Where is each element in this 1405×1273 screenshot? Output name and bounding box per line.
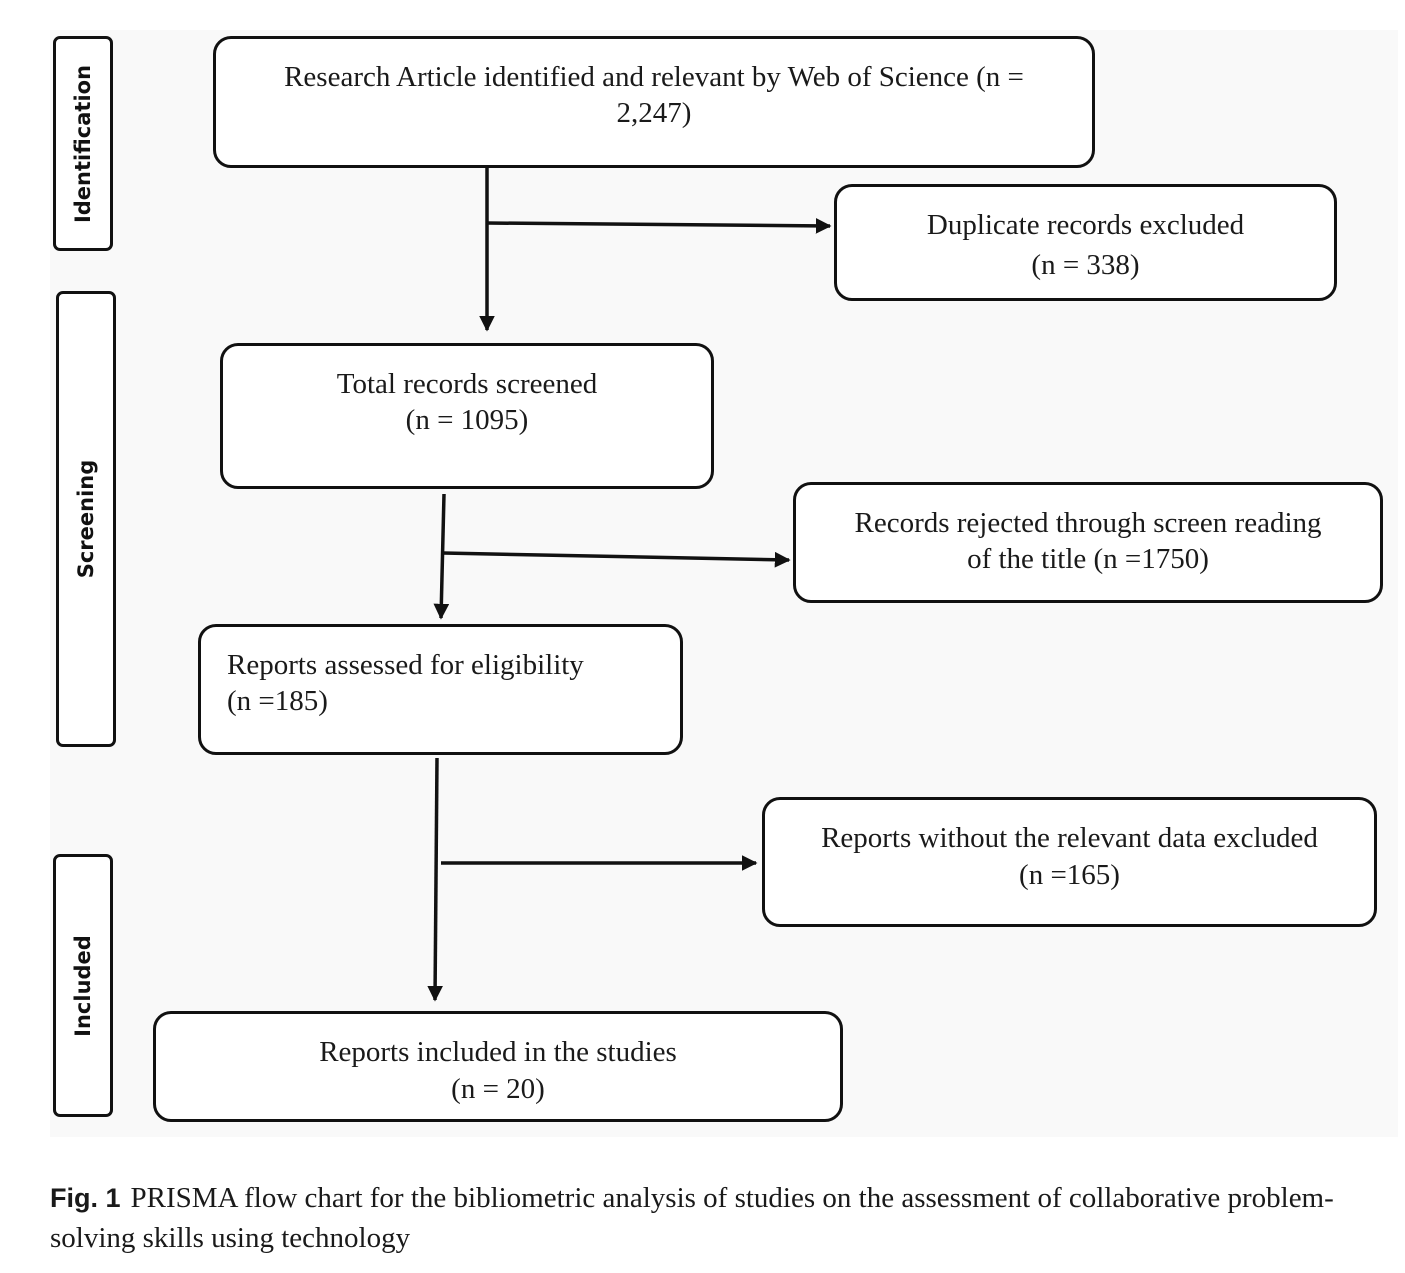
stage-identification: Identification	[53, 36, 113, 251]
box-identified-line1: Research Article identified and relevant…	[284, 61, 1024, 93]
box-included: Reports included in the studies (n = 20)	[153, 1011, 843, 1122]
box-without-data: Reports without the relevant data exclud…	[762, 797, 1377, 927]
box-rejected: Records rejected through screen reading …	[793, 482, 1383, 603]
box-assessed: Reports assessed for eligibility (n =185…	[198, 624, 683, 755]
box-rejected-line2: of the title (n =1750)	[967, 543, 1209, 575]
box-without-data-line2: (n =165)	[1019, 859, 1120, 891]
box-included-line2: (n = 20)	[451, 1073, 545, 1105]
arrow-to-rejected	[442, 551, 791, 568]
stage-included: Included	[53, 854, 113, 1117]
stage-screening: Screening	[56, 291, 116, 747]
box-without-data-line1: Reports without the relevant data exclud…	[821, 822, 1318, 854]
box-assessed-line1: Reports assessed for eligibility	[227, 649, 584, 681]
arrow-screened-to-assessed	[433, 493, 450, 620]
box-duplicates-line1: Duplicate records excluded	[926, 209, 1245, 241]
box-screened: Total records screened (n = 1095)	[220, 343, 714, 489]
box-included-line1: Reports included in the studies	[319, 1036, 677, 1068]
figure-label: Fig. 1	[50, 1183, 121, 1213]
box-identified: Research Article identified and relevant…	[213, 36, 1095, 168]
box-duplicates-line2: (n = 338)	[1031, 249, 1140, 281]
box-assessed-line2: (n =185)	[227, 685, 328, 717]
arrow-assessed-to-included	[427, 757, 443, 1002]
box-identified-line2: 2,247)	[616, 97, 692, 129]
box-duplicates: Duplicate records excluded (n = 338)	[834, 184, 1337, 301]
arrow-to-duplicates	[486, 218, 832, 234]
box-rejected-line1: Records rejected through screen reading	[854, 507, 1322, 539]
box-screened-line1: Total records screened	[336, 368, 598, 400]
box-screened-line2: (n = 1095)	[405, 404, 529, 436]
figure-caption-text: PRISMA flow chart for the bibliometric a…	[50, 1182, 1334, 1254]
